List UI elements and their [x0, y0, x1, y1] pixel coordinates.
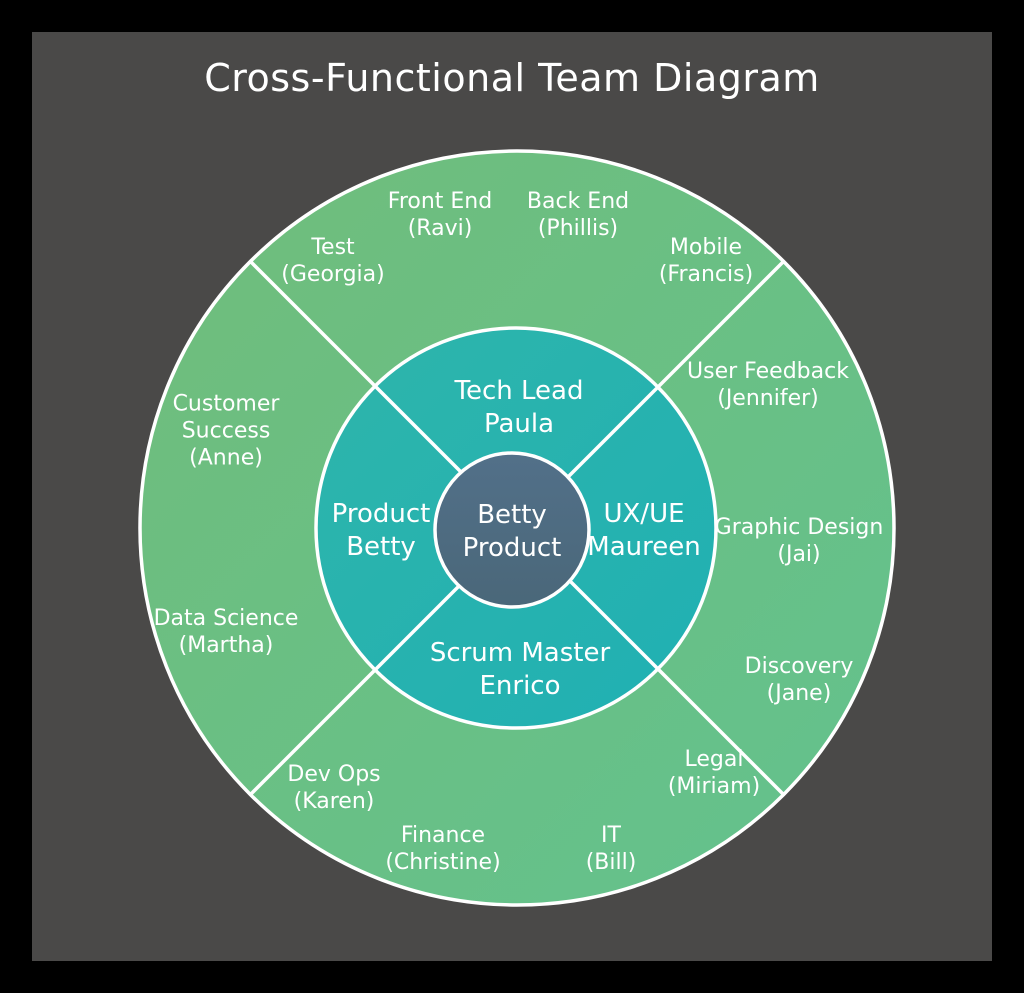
outer-label-back-end: Back End (Phillis) [526, 189, 630, 241]
page-title: Cross-Functional Team Diagram [204, 56, 820, 100]
outer-label-it: IT (Bill) [585, 823, 637, 875]
outer-label-legal: Legal (Miriam) [667, 747, 761, 799]
outer-label-data-science: Data Science (Martha) [153, 606, 299, 658]
outer-label-user-feedback: User Feedback (Jennifer) [687, 359, 849, 411]
center-label-betty-product: Betty Product [462, 500, 562, 563]
outer-label-test: Test (Georgia) [281, 235, 385, 287]
outer-label-mobile: Mobile (Francis) [658, 235, 754, 287]
inner-label-tech-lead: Tech Lead Paula [454, 376, 584, 439]
inner-label-ux-ue: UX/UE Maureen [587, 499, 701, 562]
outer-label-graphic-design: Graphic Design (Jai) [714, 515, 884, 567]
outer-label-dev-ops: Dev Ops (Karen) [287, 762, 381, 814]
inner-label-scrum-master: Scrum Master Enrico [429, 638, 611, 701]
outer-label-finance: Finance (Christine) [385, 823, 501, 875]
center-circle [433, 451, 591, 609]
inner-label-product: Product Betty [331, 499, 431, 562]
outer-label-customer-success: Customer Success (Anne) [172, 391, 280, 471]
outer-label-front-end: Front End (Ravi) [387, 189, 493, 241]
outer-label-discovery: Discovery (Jane) [744, 654, 854, 706]
